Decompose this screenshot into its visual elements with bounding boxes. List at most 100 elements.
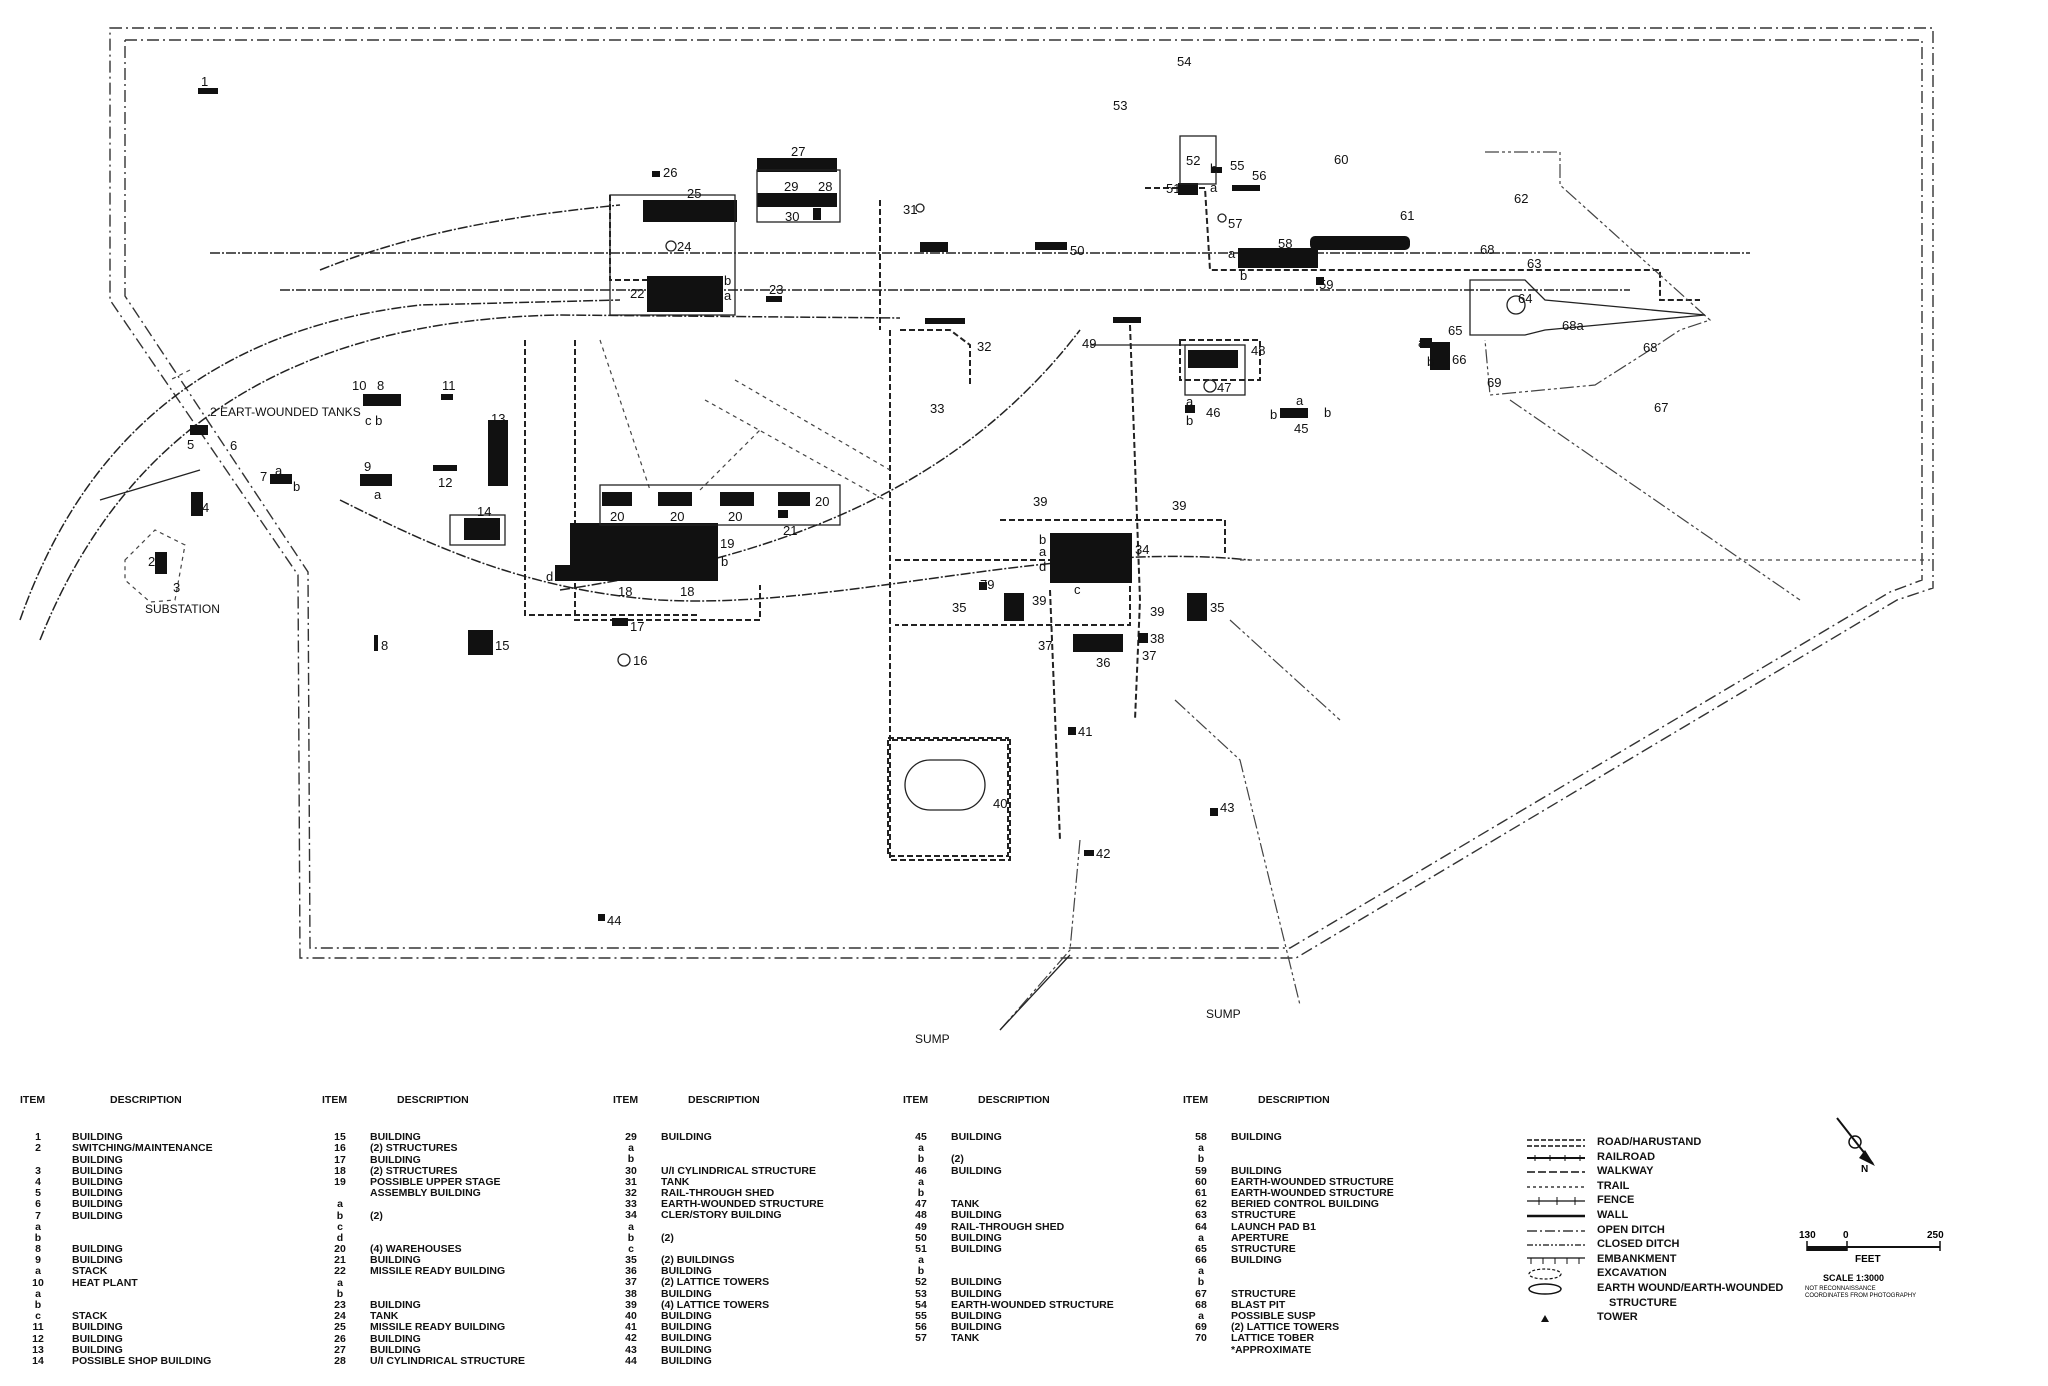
building-26 <box>652 171 660 177</box>
item-description: (2) STRUCTURES <box>370 1142 458 1155</box>
building-43 <box>1210 808 1218 816</box>
svg-text:31: 31 <box>903 202 917 217</box>
item-description: RAIL-THROUGH SHED <box>661 1186 775 1199</box>
item-description: BUILDING <box>951 1310 1002 1322</box>
item-number: 20 <box>334 1243 346 1256</box>
svg-text:59: 59 <box>1319 277 1333 292</box>
svg-text:68: 68 <box>1480 242 1494 257</box>
scale-graphic: N 130 0 250 FEET SCALE 1:3000 NOT RECONN… <box>1799 1117 1944 1299</box>
item-description: BUILDING <box>951 1321 1002 1334</box>
svg-text:39: 39 <box>1032 593 1046 608</box>
excavation-icon <box>1528 1268 1562 1280</box>
legend-entry: OPEN DITCH <box>1525 1224 1795 1239</box>
svg-text:61: 61 <box>1400 208 1414 223</box>
svg-text:69: 69 <box>1487 375 1501 390</box>
tank-57 <box>1217 213 1227 223</box>
item-description: BUILDING <box>661 1332 712 1345</box>
trail-diagonal-33 <box>704 399 886 501</box>
item-description: STACK <box>72 1265 108 1278</box>
svg-text:47: 47 <box>1217 380 1231 395</box>
south-road <box>895 559 1131 626</box>
north-curve <box>319 204 621 271</box>
item-number: 6 <box>35 1198 41 1211</box>
item-number: 50 <box>915 1231 927 1244</box>
item-description: (2) BUILDINGS <box>661 1254 735 1267</box>
item-description: (2) STRUCTURES <box>370 1164 458 1177</box>
svg-text:41: 41 <box>1078 724 1092 739</box>
building-12 <box>433 465 457 471</box>
item-number: 53 <box>915 1287 927 1300</box>
item-description: BUILDING <box>951 1164 1002 1177</box>
svg-text:SUBSTATION: SUBSTATION <box>145 602 220 616</box>
item-number: 40 <box>625 1310 637 1322</box>
item-description: BUILDING <box>951 1276 1002 1289</box>
item-description: BUILDING <box>661 1265 712 1278</box>
item-number: 17 <box>334 1153 346 1166</box>
tank-47 <box>1203 379 1217 393</box>
svg-text:29: 29 <box>784 179 798 194</box>
road-pad <box>1145 187 1700 301</box>
svg-text:b: b <box>724 273 731 288</box>
item-number: 58 <box>1195 1131 1207 1143</box>
item-number: c <box>628 1242 634 1255</box>
item-description: MISSILE READY BUILDING <box>370 1321 506 1334</box>
svg-text:79: 79 <box>980 577 994 592</box>
item-description: BUILDING <box>951 1287 1002 1300</box>
svg-text:13: 13 <box>491 411 505 426</box>
inner-fence <box>124 39 1923 949</box>
item-number: a <box>918 1142 924 1155</box>
legend-entry: ROAD/HARUSTAND <box>1525 1136 1795 1151</box>
svg-text:33: 33 <box>930 401 944 416</box>
legend-entry: WALL <box>1525 1209 1795 1224</box>
item-number: 5 <box>35 1187 41 1200</box>
trail-20b <box>699 429 761 491</box>
excavation-oval <box>904 759 986 811</box>
item-number: 34 <box>625 1209 637 1222</box>
legend-label: EMBANKMENT <box>1597 1252 1677 1265</box>
legend-label: EARTH WOUND/EARTH-WOUNDED <box>1597 1281 1784 1294</box>
item-description: EARTH-WOUNDED STRUCTURE <box>1231 1175 1394 1188</box>
item-number: 28 <box>334 1354 346 1367</box>
item-number: 62 <box>1195 1198 1207 1211</box>
item-description: SWITCHING/MAINTENANCE <box>72 1142 213 1155</box>
map-number-labels: 1 2 3 4 5 6 7 8 8 9 10 11 12 13 14 15 16… <box>148 54 1668 928</box>
svg-text:6: 6 <box>230 438 237 453</box>
item-number: 18 <box>334 1164 346 1177</box>
svg-text:28: 28 <box>818 179 832 194</box>
ditch-southeast <box>1174 699 1301 1006</box>
tower-icon <box>1541 1315 1549 1323</box>
svg-text:15: 15 <box>495 638 509 653</box>
building-22 <box>647 276 723 312</box>
building-48 <box>1188 350 1238 368</box>
item-description: (2) <box>370 1209 383 1222</box>
header-item: ITEM <box>613 1094 639 1106</box>
item-number: 19 <box>334 1175 346 1188</box>
building-15 <box>468 630 493 655</box>
item-description: BUILDING <box>72 1175 123 1188</box>
item-description: APERTURE <box>1231 1231 1289 1244</box>
item-description: BLAST PIT <box>1231 1298 1286 1311</box>
building-20c <box>720 492 754 506</box>
item-number: 60 <box>1195 1175 1207 1188</box>
west-road <box>524 340 700 616</box>
scale-fine-print-1: NOT RECONNAISSANCE <box>1805 1286 1876 1292</box>
svg-text:40: 40 <box>993 796 1007 811</box>
legend-entry: STRUCTURE <box>1525 1297 1795 1312</box>
svg-text:23: 23 <box>769 282 783 297</box>
item-description: U/I CYLINDRICAL STRUCTURE <box>370 1354 525 1367</box>
legend-entry: TRAIL <box>1525 1180 1795 1195</box>
item-number: b <box>1197 1153 1205 1166</box>
item-description: POSSIBLE SHOP BUILDING <box>72 1354 212 1367</box>
building-13 <box>488 420 508 486</box>
building-7 <box>270 474 292 484</box>
trail-20 <box>599 339 651 491</box>
item-number: 4 <box>35 1175 41 1188</box>
svg-text:c: c <box>1074 582 1081 597</box>
item-description: (2) <box>951 1153 964 1166</box>
fence-icon <box>1527 1197 1585 1206</box>
item-description: BUILDING <box>370 1343 421 1356</box>
item-description: BUILDING <box>661 1131 712 1143</box>
svg-text:c b: c b <box>365 413 382 428</box>
map-letter-labels: a b c b a d b b a b a d c a b b a a b b … <box>275 161 1434 597</box>
building-19 <box>570 523 718 581</box>
